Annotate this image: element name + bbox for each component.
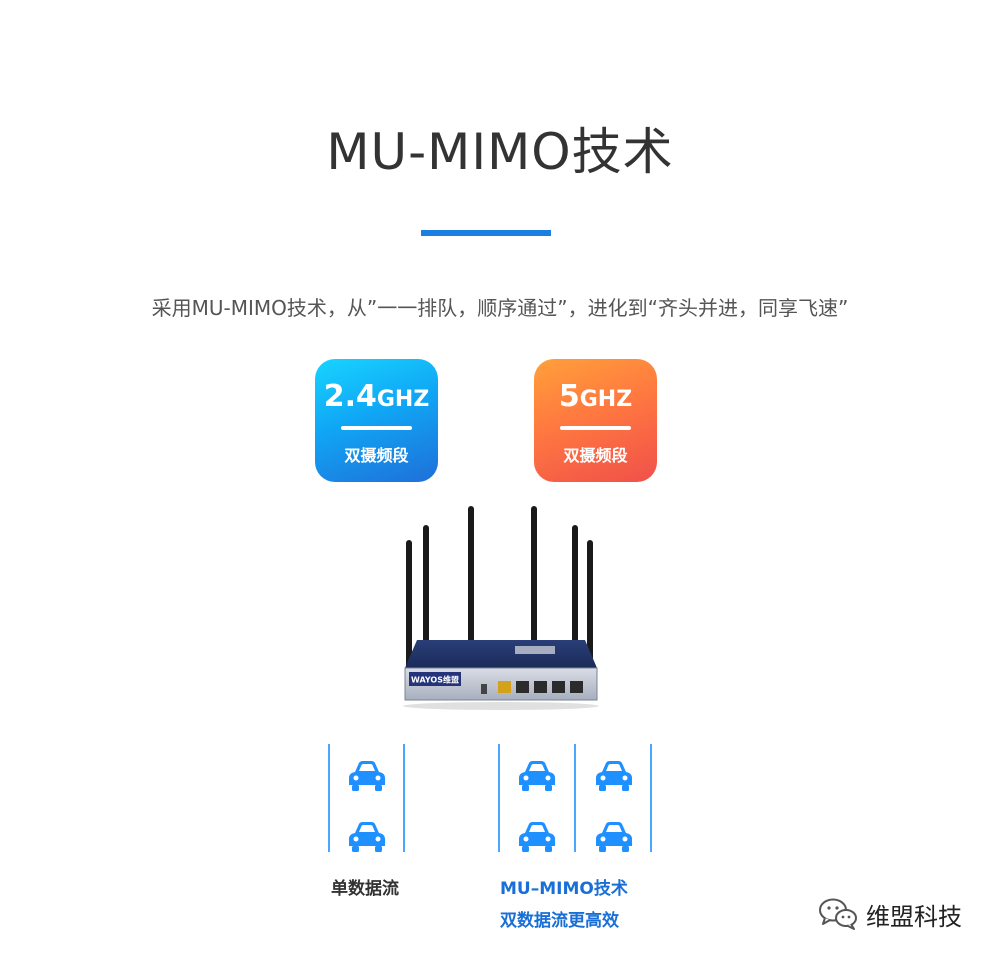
page-title: MU-MIMO技术 [326,123,674,181]
page-subtitle: 采用MU-MIMO技术，从”一一排队，顺序通过”，进化到“齐头并进，同享飞速” [151,296,849,320]
footer-brand[interactable]: 维盟科技 [818,896,962,932]
footer-brand-name: 维盟科技 [866,902,962,931]
band-frequency: 2.4GHZ [315,379,438,414]
car-icon [519,761,555,791]
router-brand-label: WAYOS维盟 [411,675,459,685]
car-icon [349,822,385,852]
lane-line [574,744,576,852]
band-frequency: 5GHZ [534,379,657,414]
mimo-caption-subtitle: 双数据流更高效 [500,911,619,931]
wechat-icon [819,898,857,930]
antenna-group [406,506,593,680]
router-image: WAYOS维盟 [403,506,599,710]
lane-line [650,744,652,852]
band-card-5ghz: 5GHZ 双摄频段 [534,359,657,482]
band-frequency-unit: GHZ [579,387,633,412]
band-frequency-unit: GHZ [376,387,430,412]
lane-line [403,744,405,852]
band-frequency-number: 2.4 [323,379,377,414]
mimo-caption-title: MU–MIMO技术 [500,879,628,899]
band-label: 双摄频段 [563,446,628,465]
band-divider [560,426,631,430]
car-icon [349,761,385,791]
car-icon [596,822,632,852]
title-underline [421,230,551,236]
band-label: 双摄频段 [344,446,409,465]
band-divider [341,426,412,430]
band-card-2-4ghz: 2.4GHZ 双摄频段 [315,359,438,482]
lane-line [498,744,500,852]
car-icon [519,822,555,852]
band-frequency-number: 5 [558,379,580,414]
ethernet-ports [498,681,583,693]
single-stream-caption: 单数据流 [331,879,399,899]
lane-line [328,744,330,852]
car-icon [596,761,632,791]
